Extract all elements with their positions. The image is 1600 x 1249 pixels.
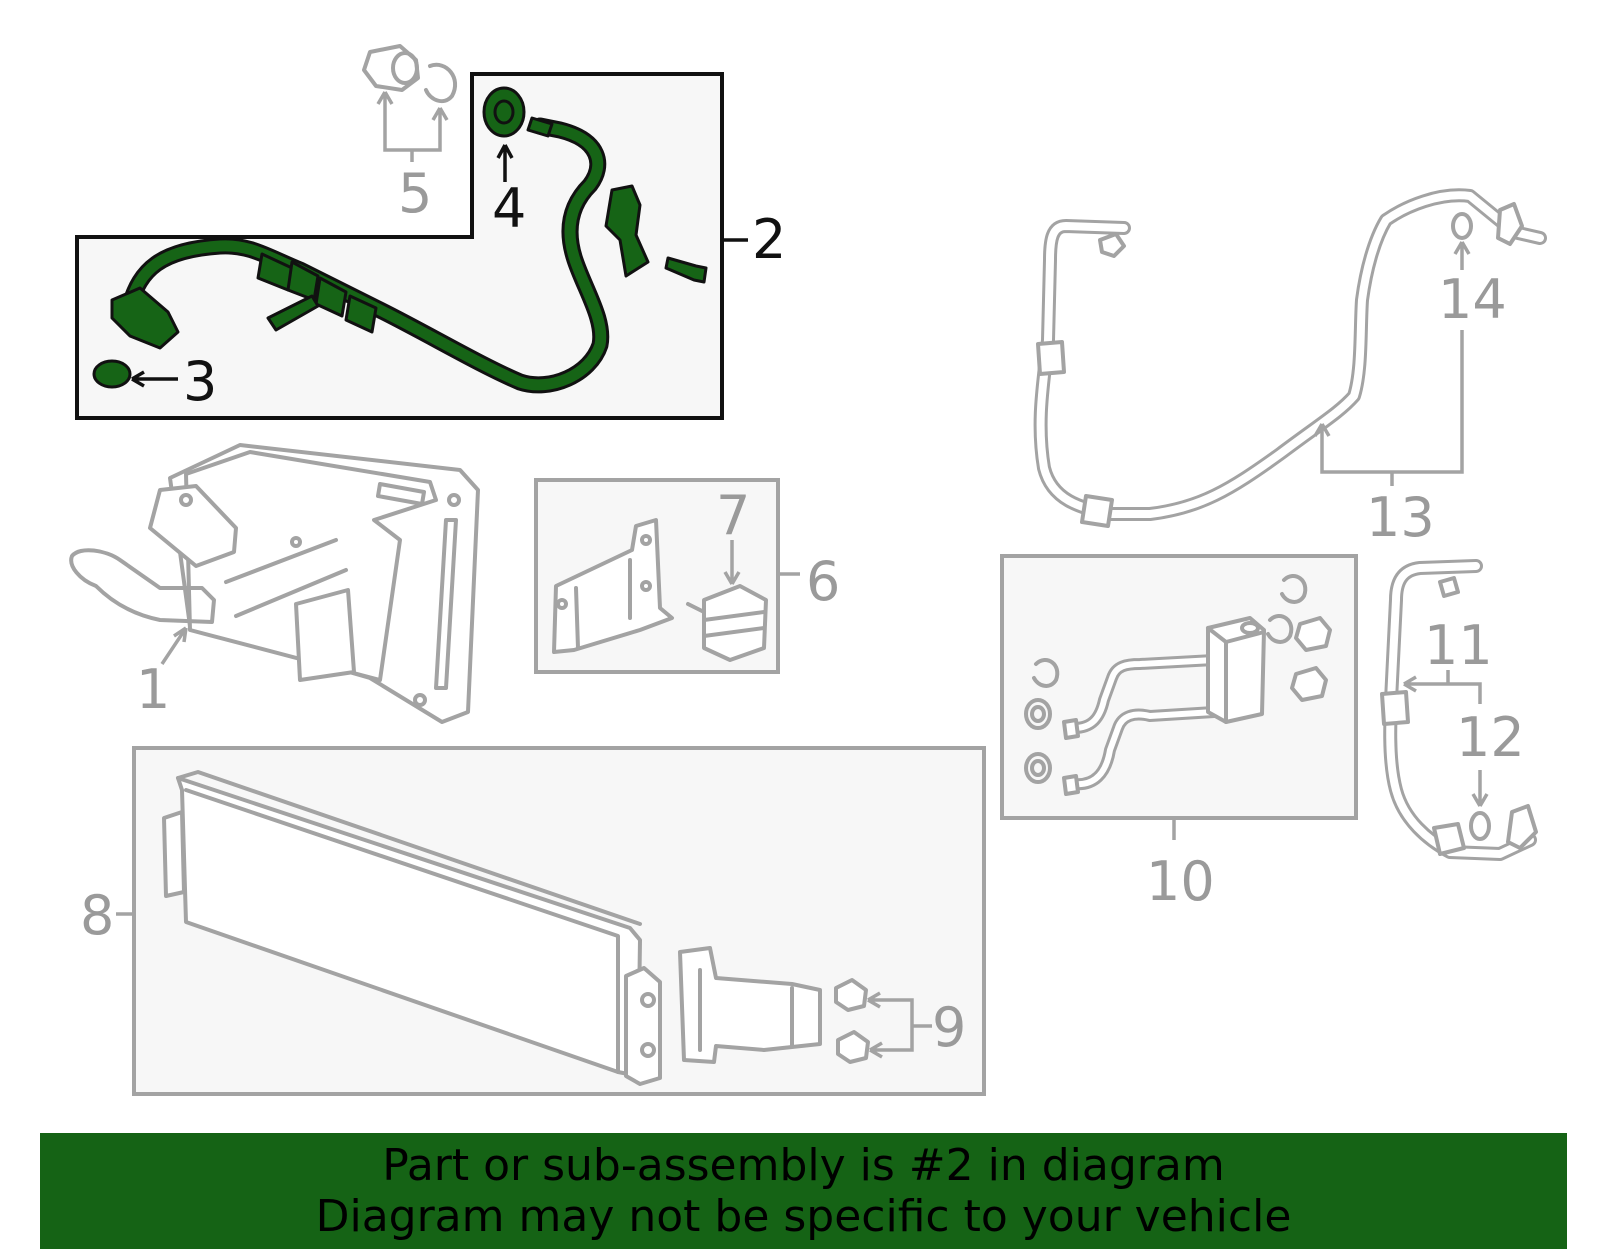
part-4-grommet[interactable] (482, 86, 526, 138)
callout-13: 13 (1366, 486, 1435, 549)
callout-7: 7 (716, 484, 750, 547)
callout-2[interactable]: 2 (752, 208, 786, 271)
oil-cooler-hose-highlighted[interactable] (110, 116, 610, 394)
hose-bracket-highlighted[interactable] (604, 184, 650, 278)
callout-3[interactable]: 3 (183, 350, 217, 413)
leader-1 (160, 626, 188, 665)
leader-9 (867, 991, 932, 1059)
leader-13 (1313, 330, 1464, 486)
leader-12 (1471, 770, 1489, 807)
part-6-group[interactable] (534, 478, 800, 674)
callout-12: 12 (1456, 706, 1525, 769)
banner-line-2: Diagram may not be specific to your vehi… (315, 1191, 1292, 1242)
leader-3 (131, 370, 178, 388)
part-13-line[interactable] (1033, 188, 1547, 528)
part-1-reservoir[interactable] (69, 443, 480, 724)
callout-4[interactable]: 4 (492, 177, 526, 240)
bracket-bolt-highlighted[interactable] (664, 256, 708, 284)
leader-5 (376, 91, 449, 162)
part-11-line[interactable] (1380, 559, 1538, 861)
callout-8: 8 (80, 884, 114, 947)
part-2-group[interactable] (75, 72, 748, 420)
info-banner: Part or sub-assembly is #2 in diagram Di… (40, 1133, 1567, 1249)
leader-4 (496, 144, 514, 182)
callout-6: 6 (806, 550, 840, 613)
callout-1: 1 (136, 658, 170, 721)
callout-10: 10 (1146, 850, 1215, 913)
part-5-hardware[interactable] (362, 44, 458, 162)
banner-line-1: Part or sub-assembly is #2 in diagram (382, 1140, 1225, 1191)
callout-5: 5 (398, 162, 432, 225)
part-10-group[interactable] (1000, 554, 1358, 840)
callout-9: 9 (932, 996, 966, 1059)
part-2-box (75, 72, 724, 420)
callout-14: 14 (1438, 268, 1507, 331)
leader-14 (1453, 241, 1471, 270)
callout-11: 11 (1424, 614, 1493, 677)
leader-7 (723, 540, 741, 585)
leader-11 (1403, 670, 1482, 704)
part-3-seal[interactable] (92, 359, 132, 389)
part-8-group[interactable] (116, 746, 986, 1096)
